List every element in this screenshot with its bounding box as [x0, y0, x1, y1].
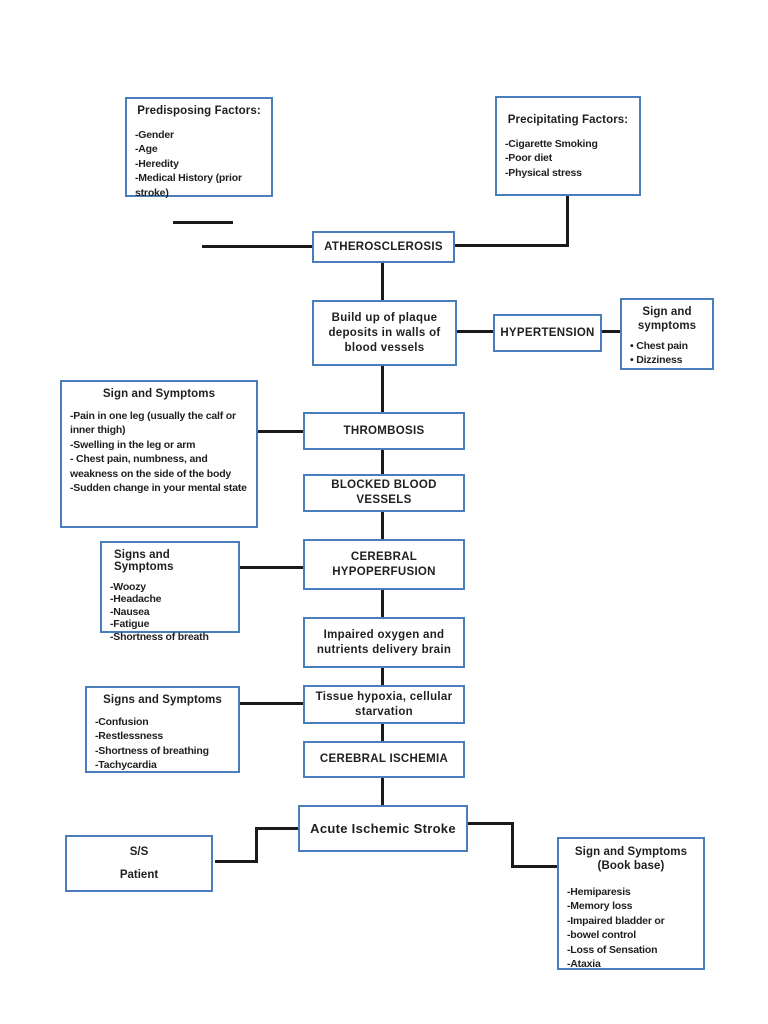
connector-symptoms-hypoperfusion	[240, 566, 303, 569]
predisposing-factors-box: Predisposing Factors: -Gender -Age -Here…	[125, 97, 273, 200]
list-item: -Nausea	[110, 605, 150, 618]
list-item: -Shortness of breath	[110, 630, 209, 643]
connector-precipitating-atherosclerosis	[566, 196, 569, 247]
connector-hypertension-symptoms	[602, 330, 620, 333]
list-item: -Heredity	[135, 157, 179, 170]
list-item: • Chest pain	[630, 340, 688, 352]
symptoms-title: Signs and Symptoms	[114, 549, 174, 573]
symptoms-list: -Pain in one leg (usually the calf or in…	[70, 409, 248, 495]
precipitating-factors-title: Precipitating Factors:	[507, 114, 629, 126]
flow-node-label: Tissue hypoxia, cellular starvation	[315, 690, 453, 718]
connector-symptoms-thrombosis	[258, 430, 303, 433]
connector-stroke-patient	[255, 827, 298, 830]
predisposing-factors-title: Predisposing Factors:	[137, 105, 261, 117]
flow-node-label: CEREBRAL HYPOPERFUSION	[332, 550, 436, 578]
list-item: -Shortness of breathing	[95, 744, 209, 757]
list-item: -Poor diet	[505, 152, 552, 165]
flow-node-thrombosis: THROMBOSIS	[303, 412, 465, 450]
connector-line	[381, 263, 384, 300]
list-item: -Hemiparesis	[567, 886, 631, 898]
list-item: -bowel control	[567, 929, 636, 942]
symptoms-list: -Hemiparesis -Memory loss -Impaired blad…	[567, 885, 695, 971]
flow-node-label: Build up of plaque deposits in walls of …	[328, 311, 441, 354]
symptoms-subtitle: (Book base)	[597, 860, 665, 872]
connector-symptoms-hypoxia	[240, 702, 303, 705]
connector-stroke-book	[468, 822, 514, 825]
flow-node-atherosclerosis: ATHEROSCLEROSIS	[312, 231, 455, 263]
list-item: -Sudden change in your mental state	[70, 482, 247, 495]
list-item: -Loss of Sensation	[567, 943, 658, 956]
flow-node-label: BLOCKED BLOOD VESSELS	[331, 479, 437, 506]
symptoms-title: Sign and symptoms	[637, 306, 697, 332]
list-item: -Tachycardia	[95, 759, 157, 772]
list-item: -Confusion	[95, 716, 149, 728]
flow-node-hypertension: HYPERTENSION	[493, 314, 602, 352]
flow-node-label: CEREBRAL ISCHEMIA	[319, 753, 449, 765]
symptoms-title: Signs and Symptoms	[103, 694, 222, 706]
connector-line	[381, 450, 384, 474]
predisposing-factors-list: -Gender -Age -Heredity -Medical History …	[135, 128, 263, 200]
connector-line	[381, 366, 384, 412]
connector-line	[381, 512, 384, 539]
connector-stroke-book	[511, 822, 514, 868]
list-item: -Gender	[135, 129, 174, 141]
list-item: -Pain in one leg (usually the calf or in…	[70, 410, 236, 437]
list-item: -Physical stress	[505, 166, 582, 179]
patient-symptoms-line2: Patient	[119, 868, 159, 881]
list-item: -Memory loss	[567, 900, 633, 913]
connector-line	[381, 590, 384, 617]
list-item: -Fatigue	[110, 618, 150, 631]
list-item: -Woozy	[110, 581, 146, 593]
flow-node-acute-ischemic-stroke: Acute Ischemic Stroke	[298, 805, 468, 852]
list-item: -Headache	[110, 593, 162, 606]
list-item: - Chest pain, numbness, and weakness on …	[70, 453, 232, 480]
patient-symptoms-line1: S/S	[129, 845, 149, 858]
connector-predisposing-atherosclerosis	[202, 245, 314, 248]
symptoms-title: Sign and Symptoms	[574, 846, 688, 858]
connector-line	[381, 668, 384, 685]
symptoms-list: • Chest pain • Dizziness	[630, 339, 704, 368]
flow-node-cerebral-ischemia: CEREBRAL ISCHEMIA	[303, 741, 465, 778]
connector-stroke-patient	[255, 827, 258, 863]
connector-plaque-hypertension	[457, 330, 493, 333]
flow-node-cerebral-hypoperfusion: CEREBRAL HYPOPERFUSION	[303, 539, 465, 590]
connector-stroke-book	[511, 865, 557, 868]
symptoms-title: Sign and Symptoms	[102, 388, 216, 400]
book-symptoms-box: Sign and Symptoms (Book base) -Hemipares…	[557, 837, 705, 970]
flow-node-label: Acute Ischemic Stroke	[310, 821, 456, 836]
symptoms-list: -Confusion -Restlessness -Shortness of b…	[95, 715, 230, 773]
flow-node-impaired-oxygen: Impaired oxygen and nutrients delivery b…	[303, 617, 465, 668]
symptoms-list: -Woozy -Headache -Nausea -Fatigue -Short…	[110, 581, 230, 643]
list-item: -Swelling in the leg or arm	[70, 438, 196, 451]
list-item: -Medical History (prior stroke)	[135, 172, 242, 199]
flow-node-plaque-buildup: Build up of plaque deposits in walls of …	[312, 300, 457, 366]
flow-node-label: HYPERTENSION	[500, 326, 595, 339]
flow-node-label: Impaired oxygen and nutrients delivery b…	[316, 628, 452, 656]
flow-node-blocked-vessels: BLOCKED BLOOD VESSELS	[303, 474, 465, 512]
list-item: -Age	[135, 143, 158, 156]
list-item: • Dizziness	[630, 354, 683, 367]
connector-precipitating-atherosclerosis	[455, 244, 569, 247]
flow-node-label: ATHEROSCLEROSIS	[324, 240, 443, 253]
connector-line	[381, 724, 384, 741]
connector-stroke-patient	[215, 860, 255, 863]
hypoxia-symptoms-box: Signs and Symptoms -Confusion -Restlessn…	[85, 686, 240, 773]
hypoperfusion-symptoms-box: Signs and Symptoms -Woozy -Headache -Nau…	[100, 541, 240, 643]
precipitating-factors-list: -Cigarette Smoking -Poor diet -Physical …	[505, 137, 631, 180]
list-item: -Restlessness	[95, 730, 164, 743]
list-item: -Cigarette Smoking	[505, 138, 598, 150]
list-item: -Ataxia	[567, 958, 601, 971]
list-item: -Impaired bladder or	[567, 914, 665, 927]
connector-segment	[173, 221, 233, 224]
connector-line	[381, 778, 384, 805]
patient-symptoms-box: S/S Patient	[65, 835, 213, 892]
flow-node-tissue-hypoxia: Tissue hypoxia, cellular starvation	[303, 685, 465, 724]
thrombosis-symptoms-box: Sign and Symptoms -Pain in one leg (usua…	[60, 380, 258, 528]
hypertension-symptoms-box: Sign and symptoms • Chest pain • Dizzine…	[620, 298, 714, 370]
precipitating-factors-box: Precipitating Factors: -Cigarette Smokin…	[495, 96, 641, 196]
flow-node-label: THROMBOSIS	[343, 424, 425, 437]
